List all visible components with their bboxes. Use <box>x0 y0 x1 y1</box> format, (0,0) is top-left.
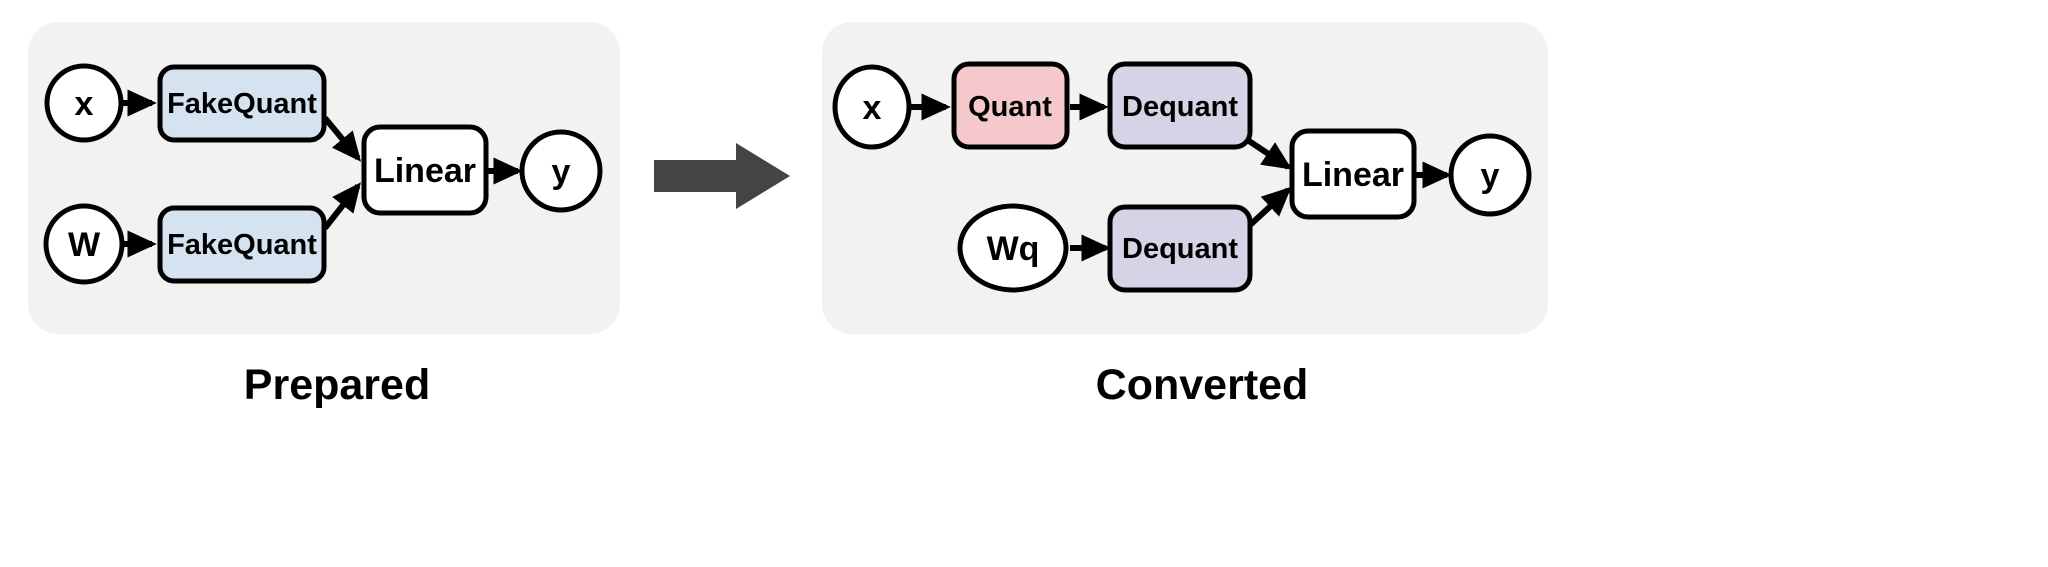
transition-arrow-icon <box>654 143 790 209</box>
node-prepared-linear[interactable]: Linear <box>361 124 489 216</box>
node-converted-dequant-weight[interactable]: Dequant <box>1107 204 1253 293</box>
node-converted-y-shape[interactable] <box>1448 133 1532 217</box>
node-converted-y[interactable]: y <box>1448 133 1532 217</box>
node-converted-dequant-activation-shape[interactable] <box>1107 61 1253 150</box>
node-converted-linear-shape[interactable] <box>1289 128 1417 220</box>
node-converted-dequant-activation[interactable]: Dequant <box>1107 61 1253 150</box>
edge-dequant-act-to-linear <box>1247 138 1292 170</box>
node-prepared-x-shape[interactable] <box>44 63 124 143</box>
node-converted-wq-shape[interactable] <box>957 203 1069 293</box>
node-prepared-y[interactable]: y <box>519 129 603 213</box>
panel-converted-edges <box>906 93 1452 262</box>
node-prepared-fakequant-weight-shape[interactable] <box>157 205 327 284</box>
node-converted-quant[interactable]: Quant <box>951 61 1070 150</box>
node-prepared-linear-shape[interactable] <box>361 124 489 216</box>
node-prepared-w[interactable]: W <box>43 203 125 285</box>
node-converted-x-shape[interactable] <box>832 64 912 150</box>
caption-prepared: Prepared <box>244 361 430 409</box>
thick-right-arrow-icon <box>654 143 790 209</box>
edge-fakequant-act-to-linear <box>322 116 362 162</box>
node-converted-dequant-weight-shape[interactable] <box>1107 204 1253 293</box>
panel-prepared-edges <box>118 89 523 258</box>
panel-prepared: x FakeQuant W FakeQuant Linear <box>28 22 620 409</box>
node-prepared-y-shape[interactable] <box>519 129 603 213</box>
node-converted-x[interactable]: x <box>832 64 912 150</box>
node-prepared-fakequant-activation[interactable]: FakeQuant <box>157 64 327 143</box>
edge-fakequant-wt-to-linear <box>322 182 361 230</box>
edge-dequant-wt-to-linear <box>1246 186 1292 229</box>
node-prepared-fakequant-weight[interactable]: FakeQuant <box>157 205 327 284</box>
node-converted-wq[interactable]: Wq <box>957 203 1069 293</box>
node-converted-linear[interactable]: Linear <box>1289 128 1417 220</box>
caption-converted: Converted <box>1096 361 1309 409</box>
panel-converted: x Quant Dequant Wq Dequant <box>822 22 1548 409</box>
node-prepared-x[interactable]: x <box>44 63 124 143</box>
node-prepared-w-shape[interactable] <box>43 203 125 285</box>
node-prepared-fakequant-activation-shape[interactable] <box>157 64 327 143</box>
node-converted-quant-shape[interactable] <box>951 61 1070 150</box>
